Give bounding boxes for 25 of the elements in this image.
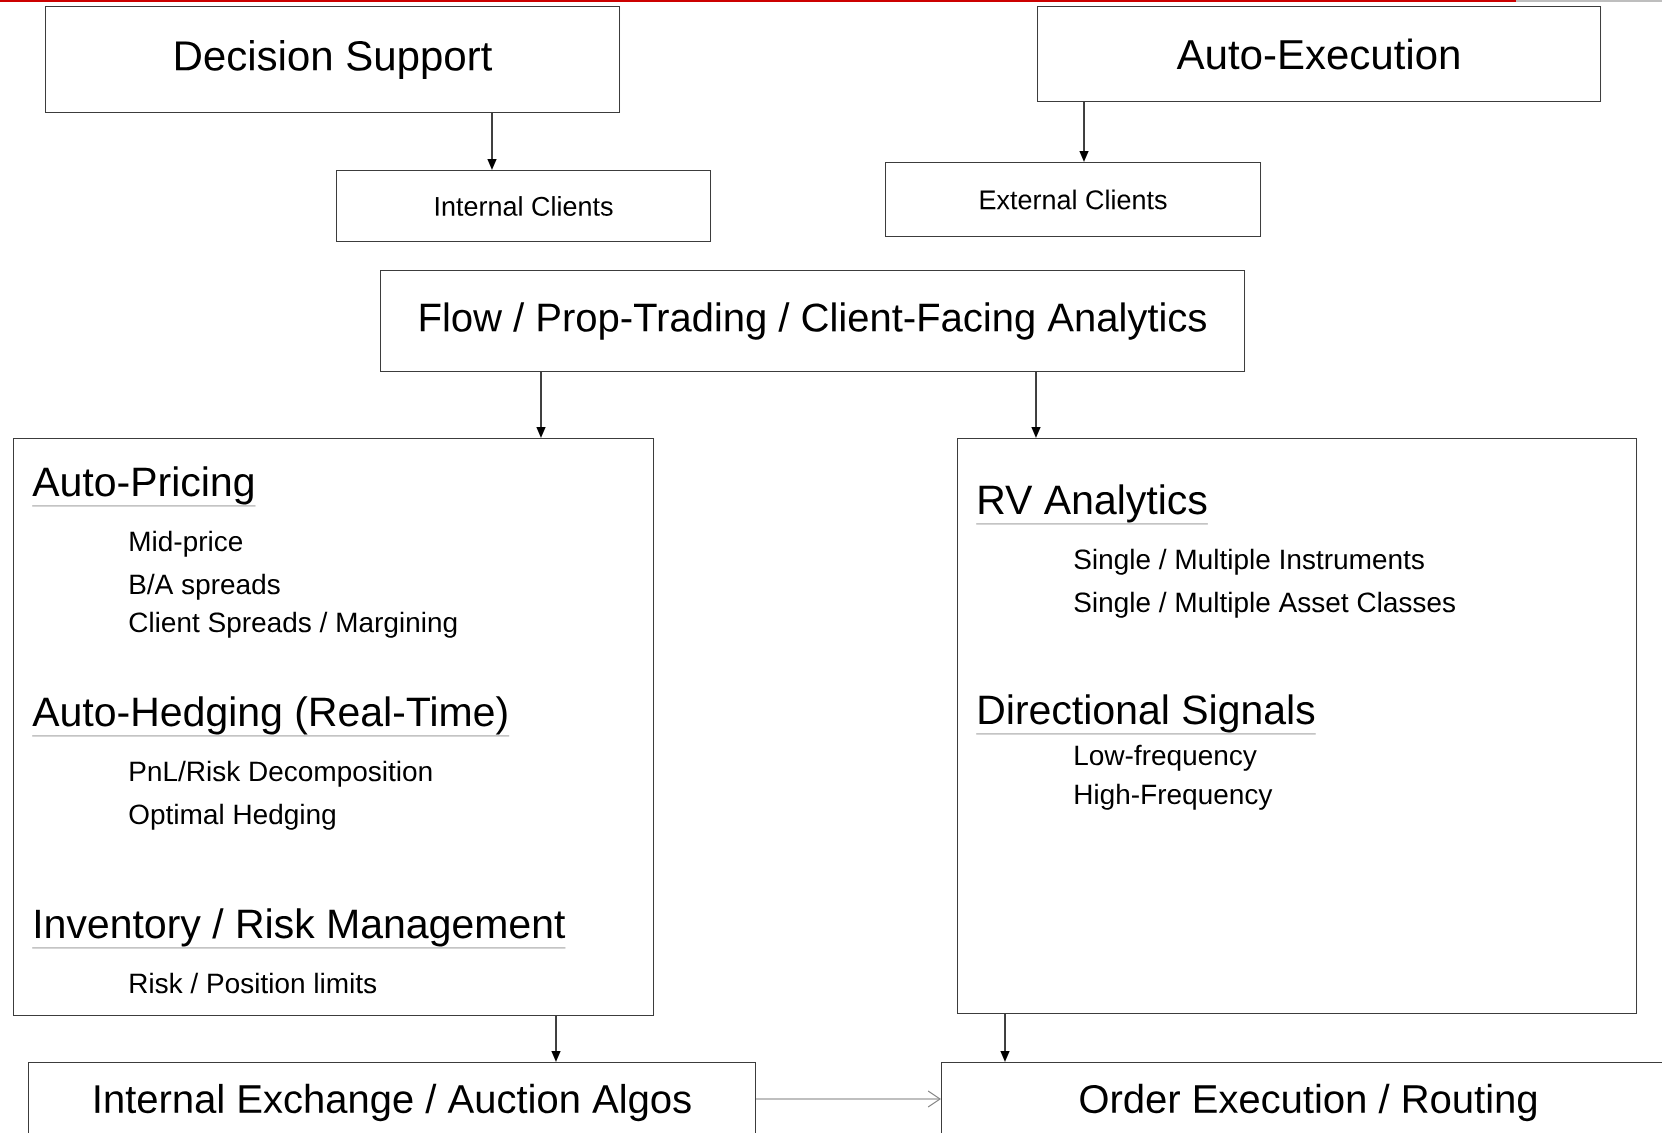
section-heading: Auto-Hedging (Real-Time)	[32, 696, 510, 737]
panel	[13, 438, 654, 1016]
list-item: B/A spreads	[130, 573, 280, 600]
list-item: PnL/Risk Decomposition	[130, 760, 432, 787]
list-item: Risk / Position limits	[130, 972, 377, 994]
process-box: Order Execution / Routing	[941, 1062, 1662, 1133]
section-heading: Inventory / Risk Management	[32, 908, 566, 949]
section-heading: Directional Signals	[976, 694, 1316, 735]
title-box: Decision Support	[45, 6, 620, 113]
process-box: Flow / Prop-Trading / Client-Facing Analytics	[380, 270, 1245, 372]
list-item: Mid-price	[130, 530, 243, 557]
arrow	[755, 1090, 941, 1108]
list-item: Single / Multiple Instruments	[1074, 548, 1424, 575]
process-box: Internal Clients	[336, 170, 711, 242]
panel	[957, 438, 1637, 1014]
list-item: Client Spreads / Margining	[129, 611, 457, 638]
list-item: Optimal Hedging	[129, 803, 335, 830]
section-heading: RV Analytics	[976, 484, 1209, 525]
list-item: Single / Multiple Asset Classes	[1074, 591, 1455, 618]
process-box: External Clients	[885, 162, 1261, 237]
list-item: Low-frequency	[1075, 744, 1257, 771]
list-item: High-Frequency	[1075, 783, 1273, 810]
title-box: Auto-Execution	[1037, 6, 1601, 102]
section-heading: Auto-Pricing	[32, 466, 256, 507]
process-box: Internal Exchange / Auction Algos	[28, 1062, 756, 1133]
